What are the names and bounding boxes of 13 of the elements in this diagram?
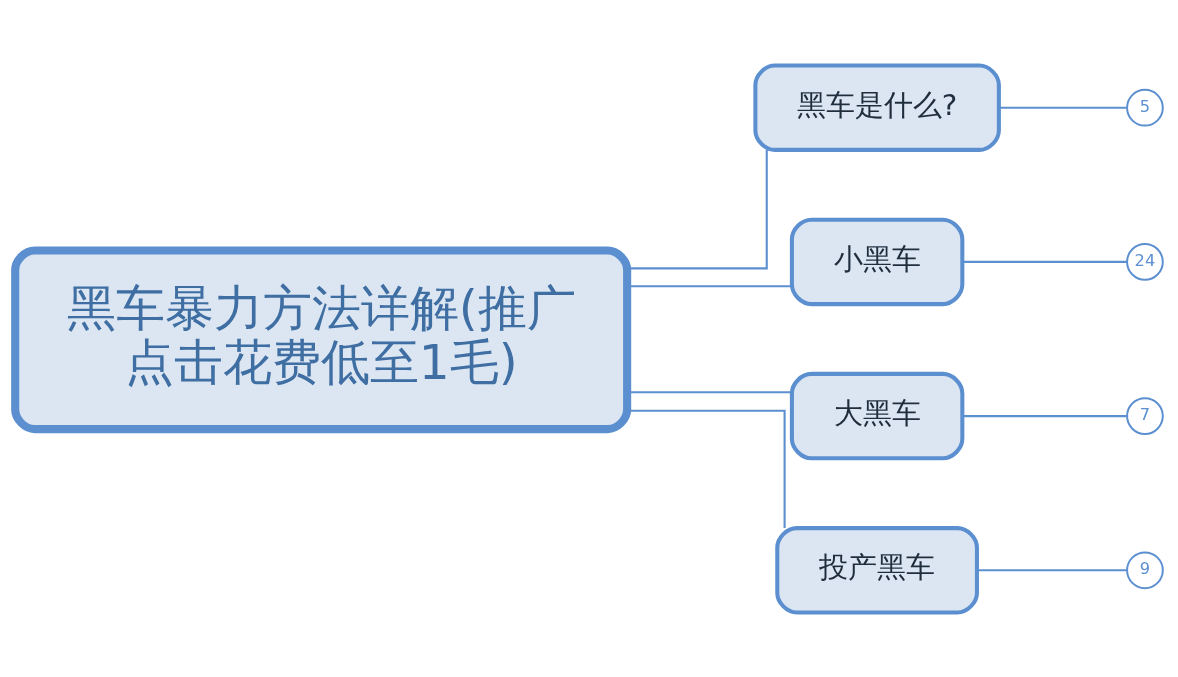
- node-box: 小黑车: [789, 217, 965, 306]
- connector: [962, 260, 1127, 263]
- node-circle: 7: [1126, 396, 1164, 435]
- node-box: 黑车是什么?: [753, 62, 1001, 152]
- node-circle: 24: [1126, 242, 1164, 281]
- connector: [962, 414, 1127, 417]
- node-box: 投产黑车: [775, 525, 979, 615]
- node-box: 大黑车: [789, 371, 965, 460]
- node-circle: 9: [1126, 550, 1164, 589]
- node-circle: 5: [1126, 88, 1164, 127]
- node-box: 黑车暴力方法详解(推广点击花费低至1毛): [11, 246, 632, 433]
- connector: [977, 568, 1127, 571]
- connector: [999, 106, 1127, 109]
